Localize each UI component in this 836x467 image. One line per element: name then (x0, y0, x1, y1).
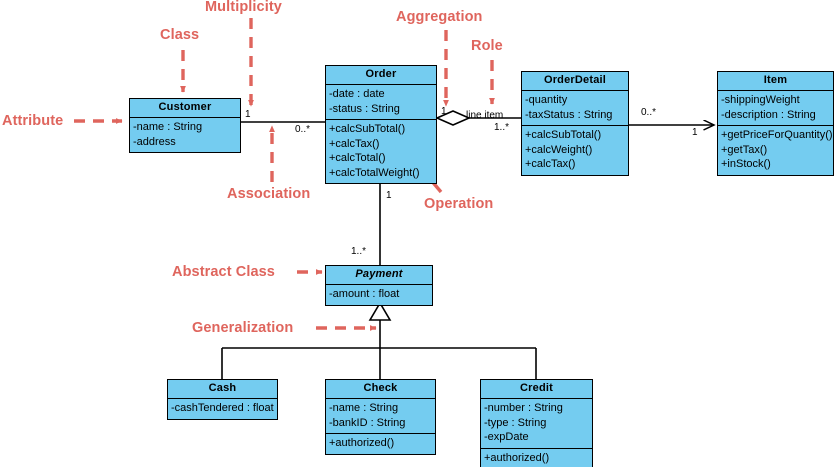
operation-row: +calcWeight() (525, 143, 593, 156)
annotation-role: Role (471, 38, 503, 54)
attribute-row: -name : String (133, 121, 203, 133)
attribute-row: -bankID : String (329, 416, 406, 429)
class-name-item: Item (718, 72, 833, 91)
multiplicity-customer-order-dst: 0..* (295, 124, 311, 135)
attributes-compartment-cash: -cashTendered : float (168, 399, 277, 419)
role-label-line-item: line item (466, 110, 504, 121)
class-box-orderdetail[interactable]: OrderDetail -quantity -taxStatus : Strin… (521, 71, 629, 176)
multiplicity-order-payment-dst: 1..* (351, 246, 367, 257)
class-name-order: Order (326, 66, 436, 85)
annotation-attribute: Attribute (2, 113, 64, 129)
attribute-row: -address (133, 135, 176, 148)
annotation-class: Class (160, 27, 200, 43)
class-box-check[interactable]: Check -name : String -bankID : String +a… (325, 379, 436, 455)
attribute-row: -expDate (484, 431, 529, 443)
class-box-payment[interactable]: Payment -amount : float (325, 265, 433, 306)
attribute-row: -amount : float (329, 288, 400, 300)
operation-row: +calcTotal() (329, 152, 386, 164)
operation-row: +calcTax() (525, 158, 576, 170)
operations-compartment-orderdetail: +calcSubTotal() +calcWeight() +calcTax() (522, 126, 628, 175)
class-name-payment: Payment (326, 266, 432, 285)
operation-row: +calcTax() (329, 137, 380, 150)
attribute-row: -description : String (721, 108, 816, 121)
operation-row: +getTax() (721, 143, 768, 156)
class-box-credit[interactable]: Credit -number : String -type : String -… (480, 379, 593, 467)
attribute-row: -quantity (525, 94, 568, 106)
attributes-compartment-order: -date : date -status : String (326, 85, 436, 120)
multiplicity-order-orderdetail-src: 1 (441, 106, 447, 117)
class-box-customer[interactable]: Customer -name : String -address (129, 98, 241, 153)
operation-row: +getPriceForQuantity() (721, 129, 833, 141)
annotation-generalization: Generalization (192, 320, 294, 336)
attributes-compartment-orderdetail: -quantity -taxStatus : String (522, 91, 628, 126)
operations-compartment-item: +getPriceForQuantity() +getTax() +inStoc… (718, 126, 833, 175)
operation-row: +calcTotalWeight() (329, 166, 420, 179)
attributes-compartment-check: -name : String -bankID : String (326, 399, 435, 434)
multiplicity-orderdetail-item-dst: 1 (692, 127, 698, 138)
multiplicity-customer-order-src: 1 (245, 109, 251, 120)
annotation-aggregation: Aggregation (396, 9, 483, 25)
attribute-row: -number : String (484, 402, 563, 414)
attribute-row: -taxStatus : String (525, 108, 613, 121)
operations-compartment-order: +calcSubTotal() +calcTax() +calcTotal() … (326, 120, 436, 183)
annotation-multiplicity: Multiplicity (205, 0, 282, 15)
multiplicity-order-orderdetail-dst: 1..* (494, 122, 510, 133)
attribute-row: -date : date (329, 88, 385, 100)
attributes-compartment-customer: -name : String -address (130, 118, 240, 152)
operations-compartment-credit: +authorized() (481, 449, 592, 467)
class-box-order[interactable]: Order -date : date -status : String +cal… (325, 65, 437, 184)
attribute-row: -cashTendered : float (171, 402, 274, 414)
attributes-compartment-item: -shippingWeight -description : String (718, 91, 833, 126)
attributes-compartment-payment: -amount : float (326, 285, 432, 305)
class-box-item[interactable]: Item -shippingWeight -description : Stri… (717, 71, 834, 176)
class-name-credit: Credit (481, 380, 592, 399)
class-name-orderdetail: OrderDetail (522, 72, 628, 91)
class-name-customer: Customer (130, 99, 240, 118)
operation-row: +calcSubTotal() (329, 123, 406, 135)
attribute-row: -status : String (329, 102, 400, 115)
attributes-compartment-credit: -number : String -type : String -expDate (481, 399, 592, 449)
multiplicity-order-payment-src: 1 (386, 190, 392, 201)
attribute-row: -type : String (484, 416, 547, 429)
annotation-abstract-class: Abstract Class (172, 264, 275, 280)
multiplicity-orderdetail-item-src: 0..* (641, 107, 657, 118)
operation-row: +authorized() (329, 437, 395, 449)
class-name-check: Check (326, 380, 435, 399)
operation-row: +inStock() (721, 158, 771, 170)
annotation-operation: Operation (424, 196, 494, 212)
operation-row: +authorized() (484, 451, 550, 464)
attribute-row: -name : String (329, 402, 399, 414)
class-name-cash: Cash (168, 380, 277, 399)
generalization-payment (221, 301, 537, 379)
class-box-cash[interactable]: Cash -cashTendered : float (167, 379, 278, 420)
operation-row: +calcSubTotal() (525, 129, 602, 141)
attribute-row: -shippingWeight (721, 94, 800, 106)
annotation-association: Association (227, 186, 311, 202)
operations-compartment-check: +authorized() (326, 434, 435, 454)
